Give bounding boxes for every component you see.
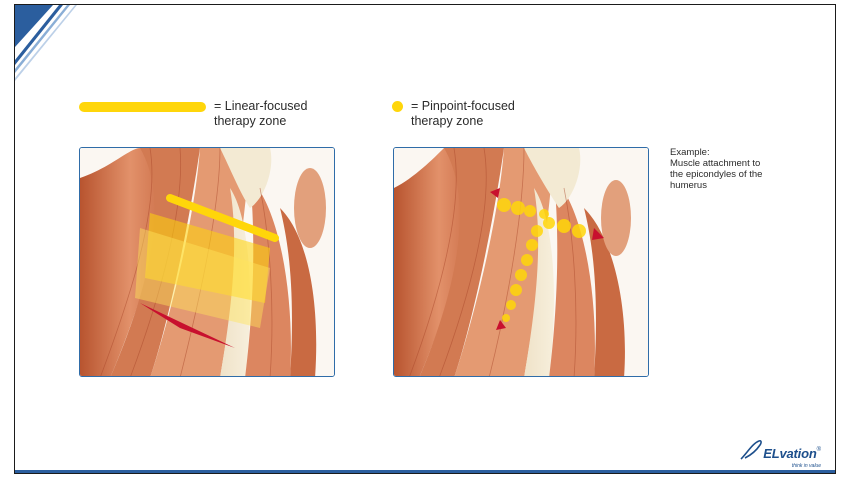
example-line: humerus — [670, 180, 820, 191]
bottom-accent-line — [15, 470, 835, 473]
example-line: Example: — [670, 147, 820, 158]
logo-wordmark: ELvation — [763, 446, 816, 461]
pinpoint-therapy-image — [393, 147, 649, 377]
linear-therapy-image — [79, 147, 335, 377]
logo-tagline: think in value — [792, 463, 821, 469]
legend-pinpoint: = Pinpoint-focused therapy zone — [392, 99, 515, 129]
elvation-logo: ELvation ® think in value — [739, 439, 821, 461]
legend-pinpoint-label: = Pinpoint-focused therapy zone — [411, 99, 515, 129]
elbow-muscle-illustration-pinpoint — [394, 148, 649, 377]
logo-trademark: ® — [817, 447, 821, 453]
legend-linear-label: = Linear-focused therapy zone — [214, 99, 307, 129]
pinpoint-zone-swatch — [392, 101, 403, 112]
linear-zone-swatch — [79, 102, 206, 112]
logo-swoosh-icon — [739, 439, 763, 461]
example-caption: Example: Muscle attachment to the epicon… — [670, 147, 820, 191]
example-line: Muscle attachment to — [670, 158, 820, 169]
example-line: the epicondyles of the — [670, 169, 820, 180]
slide: = Linear-focused therapy zone = Pinpoint… — [14, 4, 836, 474]
elbow-muscle-illustration-linear — [80, 148, 335, 377]
corner-stripes-decoration — [15, 5, 85, 85]
legend-linear: = Linear-focused therapy zone — [79, 99, 307, 129]
